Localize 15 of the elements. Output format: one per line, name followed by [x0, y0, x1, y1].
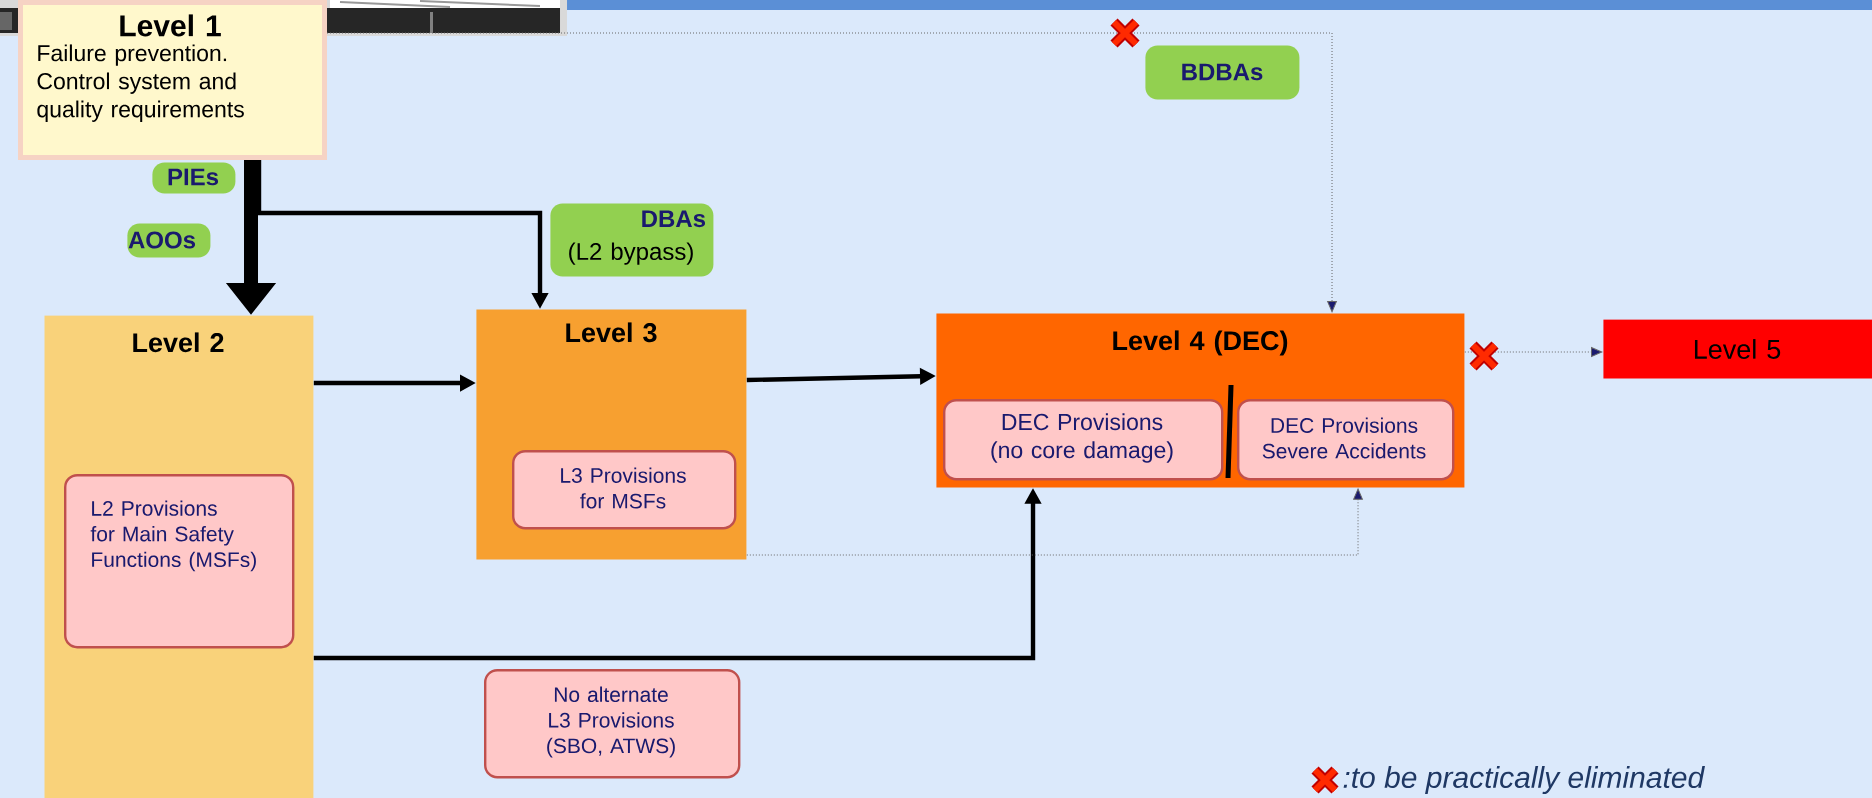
provision-box: L2 Provisions for Main Safety Functions (MSFs) — [64, 474, 295, 649]
level-box: Level 1 Failure prevention. Control system and quality requirements — [18, 0, 327, 160]
provision-box: DEC Provisions Severe Accidents — [1237, 399, 1455, 481]
label-box: DBAs (L2 bypass) — [550, 203, 714, 277]
label-box: AOOs — [127, 223, 211, 258]
label-box: BDBAs — [1145, 45, 1300, 100]
label-box: PIEs — [152, 162, 236, 194]
provision-box: No alternate L3 Provisions (SBO, ATWS) — [484, 669, 741, 779]
provision-box: DEC Provisions (no core damage) — [943, 399, 1224, 481]
level-box: Level 5 — [1603, 319, 1872, 379]
arrow — [746, 488, 1363, 556]
arrow — [326, 32, 1337, 313]
provision-box: L3 Provisions for MSFs — [512, 450, 737, 530]
arrow — [1464, 347, 1603, 357]
legend-text: :to be practically eliminated — [1343, 766, 1705, 794]
